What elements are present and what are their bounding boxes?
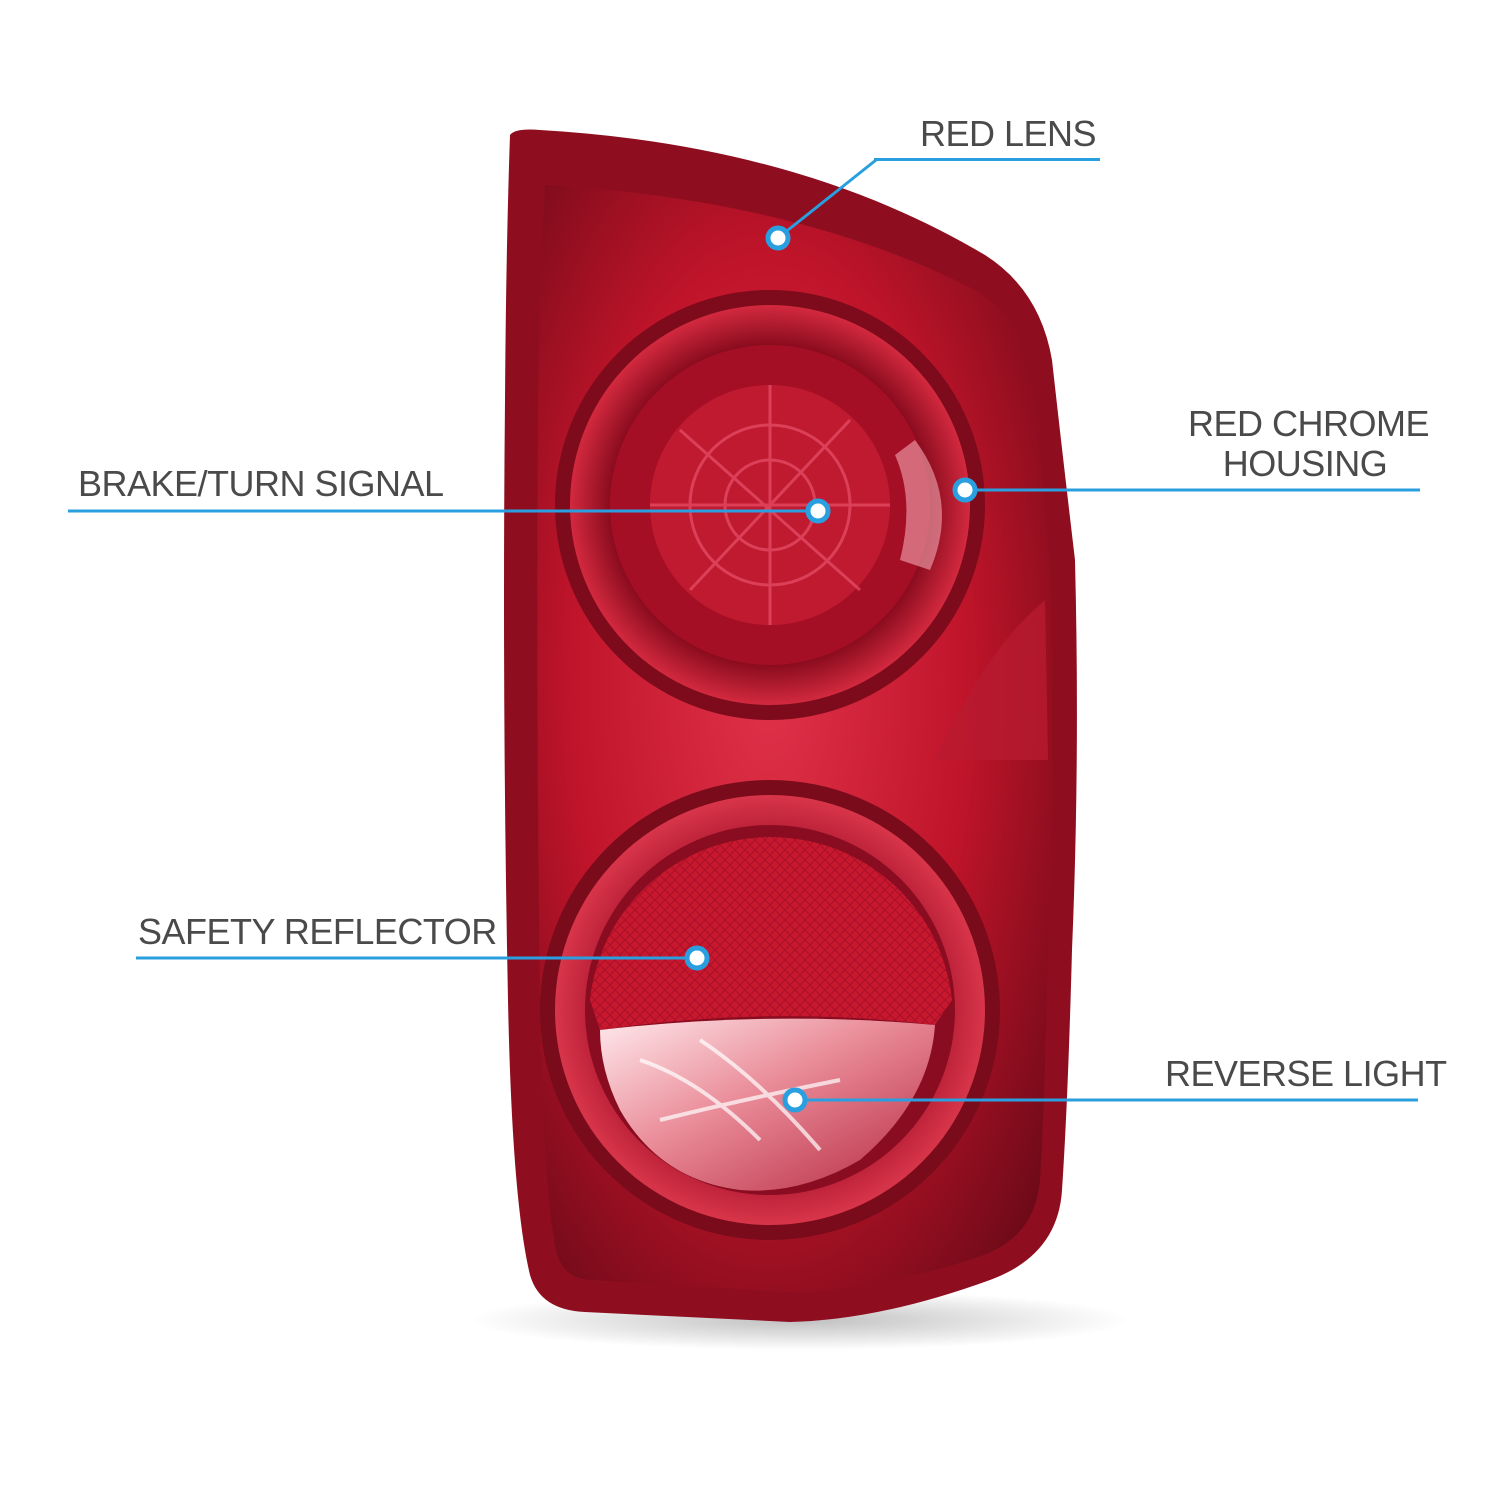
brake-turn-signal-label: BRAKE/TURN SIGNAL xyxy=(78,463,444,504)
safety-reflector-surface xyxy=(590,837,952,1030)
red-chrome-housing-label-line-1: RED CHROME xyxy=(1188,403,1430,444)
safety-reflector-label: SAFETY REFLECTOR xyxy=(138,911,497,952)
red-lens-leader-horizontal xyxy=(874,158,1100,161)
red-chrome-housing-label: RED CHROME HOUSING xyxy=(1188,403,1430,484)
red-lens-label: RED LENS xyxy=(920,113,1097,154)
reverse-light-surface xyxy=(600,1018,935,1191)
red-chrome-housing-label-line-2: HOUSING xyxy=(1222,443,1388,484)
reverse-light-label: REVERSE LIGHT xyxy=(1165,1053,1447,1094)
